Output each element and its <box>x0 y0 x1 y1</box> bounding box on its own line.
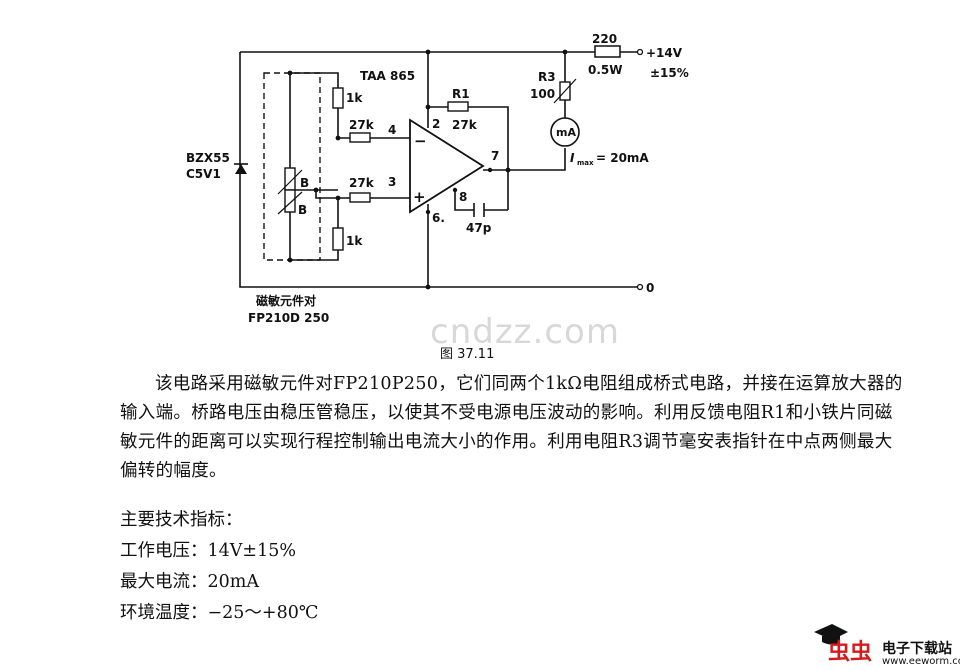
spec-temperature: 环境温度：−25～+80℃ <box>120 603 319 623</box>
label-ground: 0 <box>646 281 654 295</box>
sensor-box <box>263 72 321 261</box>
site-logo: 虫虫 电子下载站 www.eeworm.com <box>810 618 960 671</box>
label-imax: I <box>570 151 575 165</box>
label-cap: 47p <box>466 221 492 235</box>
milliammeter <box>550 117 580 147</box>
label-b1: B <box>300 176 309 190</box>
label-pin2: 2 <box>432 117 440 131</box>
label-ic: TAA 865 <box>360 69 415 83</box>
label-pin6: 6. <box>432 211 445 225</box>
magnetoresistor-bottom <box>284 189 296 213</box>
label-r1-value: 27k <box>452 118 478 132</box>
label-r-in-top: 27k <box>349 118 375 132</box>
logo-brand: 虫虫 <box>828 640 873 665</box>
label-zener2: C5V1 <box>186 167 221 181</box>
label-pin7: 7 <box>491 149 499 163</box>
label-inverting: − <box>414 132 427 150</box>
label-tolerance: ±15% <box>650 66 689 80</box>
label-zener: BZX55 <box>186 151 230 165</box>
ground-terminal <box>636 283 644 291</box>
label-pin8: 8 <box>459 190 467 204</box>
label-r-top: 220 <box>592 32 617 46</box>
zener-diode <box>234 163 248 174</box>
label-r3: R3 <box>538 70 556 84</box>
label-meter: mA <box>556 126 576 139</box>
label-r-in-bottom: 27k <box>349 176 375 190</box>
resistor-r1 <box>447 101 469 112</box>
resistor-27k-in-top <box>349 132 371 143</box>
label-pin4: 4 <box>388 123 396 137</box>
label-supply: +14V <box>646 46 683 60</box>
label-imax-sub: max <box>577 159 594 167</box>
label-r-top-power: 0.5W <box>588 63 623 77</box>
paragraph-text: 该电路采用磁敏元件对FP210P250，它们同两个1kΩ电阻组成桥式电路，并接在… <box>120 374 903 481</box>
label-b2: B <box>298 203 307 217</box>
logo-name: 电子下载站 <box>882 641 952 657</box>
specs-title: 主要技术指标： <box>120 510 243 530</box>
ground-rail <box>239 52 638 288</box>
resistor-1k-bottom <box>332 227 344 251</box>
label-pin3: 3 <box>388 175 396 189</box>
capacitor-47p <box>473 203 485 217</box>
specs-list: 主要技术指标： 工作电压：14V±15% 最大电流：20mA 环境温度：−25～… <box>120 505 318 629</box>
resistor-220 <box>594 45 621 58</box>
label-r3-value: 100 <box>530 87 555 101</box>
label-noninverting: + <box>413 188 426 206</box>
label-r1: R1 <box>452 87 470 101</box>
label-sensor-caption2: FP210D 250 <box>248 311 329 325</box>
label-sensor-caption1: 磁敏元件对 <box>255 293 316 308</box>
label-imax-value: = 20mA <box>596 151 649 165</box>
resistor-1k-top <box>332 87 344 109</box>
graduation-cap-icon <box>814 624 848 645</box>
watermark: cndzz.com <box>430 312 620 352</box>
figure-caption: 图 37.11 <box>440 347 494 362</box>
logo-url: www.eeworm.com <box>882 656 960 667</box>
label-r-bridge-bottom: 1k <box>346 234 363 248</box>
spec-current: 最大电流：20mA <box>120 572 259 592</box>
description-paragraph: 该电路采用磁敏元件对FP210P250，它们同两个1kΩ电阻组成桥式电路，并接在… <box>120 370 910 486</box>
spec-voltage: 工作电压：14V±15% <box>120 541 296 561</box>
label-r-bridge-top: 1k <box>346 91 363 105</box>
supply-terminal <box>636 48 644 56</box>
resistor-27k-in-bottom <box>349 192 371 203</box>
op-amp <box>409 118 485 214</box>
